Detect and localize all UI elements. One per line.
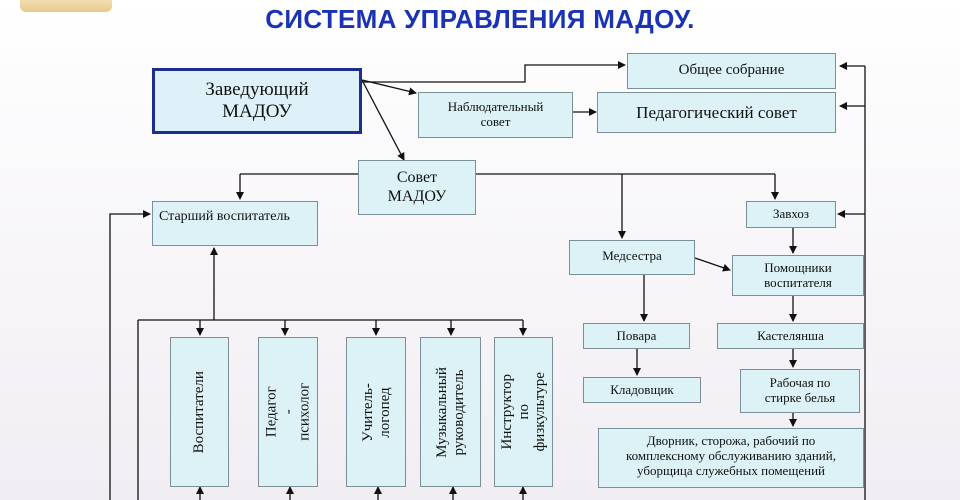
node-store: Кладовщик	[583, 377, 701, 403]
node-janitor: Дворник, сторожа, рабочий по комплексном…	[598, 428, 864, 488]
node-zavhoz: Завхоз	[746, 201, 836, 228]
node-psych: Педагог - психолог	[258, 337, 318, 487]
node-music: Музыкальный руководитель	[420, 337, 481, 487]
node-ped-council: Педагогический совет	[597, 92, 836, 133]
node-senior: Старший воспитатель	[152, 201, 318, 246]
node-nurse: Медсестра	[569, 240, 695, 275]
node-observe: Наблюдательный совет	[418, 92, 573, 138]
node-educators: Воспитатели	[170, 337, 229, 487]
page-title: СИСТЕМА УПРАВЛЕНИЯ МАДОУ.	[265, 4, 695, 34]
node-assembly: Общее собрание	[627, 53, 836, 89]
logo-tab	[20, 0, 112, 12]
node-speech: Учитель-логопед	[346, 337, 406, 487]
node-laundry: Рабочая по стирке белья	[740, 369, 860, 413]
node-linen: Кастелянша	[717, 323, 864, 349]
node-head: Заведующий МАДОУ	[152, 68, 362, 134]
node-assistants: Помощники воспитателя	[732, 255, 864, 296]
node-council: Совет МАДОУ	[358, 160, 476, 215]
node-cooks: Повара	[583, 323, 690, 349]
node-pe: Инструктор по физкультуре	[494, 337, 553, 487]
